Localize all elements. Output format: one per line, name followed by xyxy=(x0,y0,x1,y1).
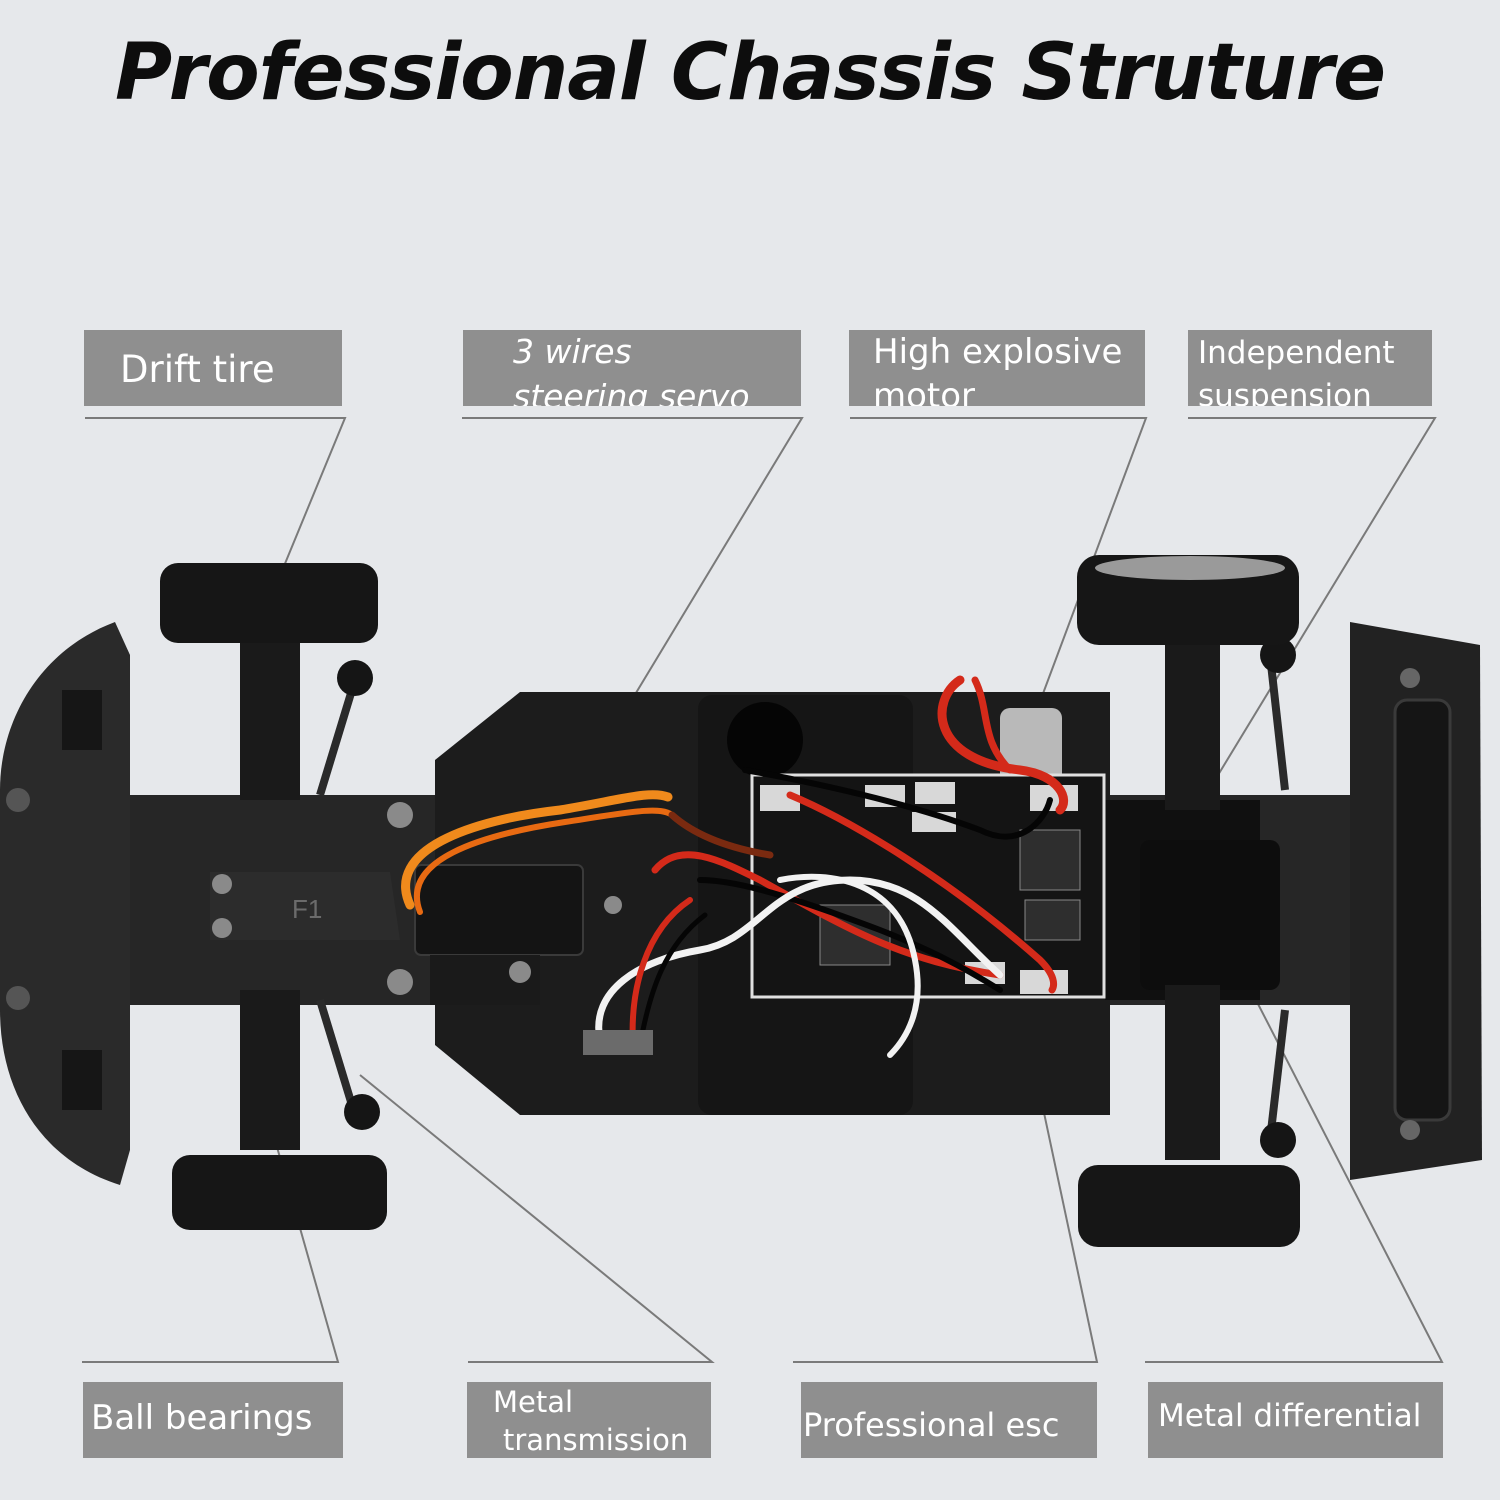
label-differential-text: Metal differential xyxy=(1158,1398,1422,1434)
rear-bumper-screw xyxy=(1400,668,1420,688)
label-suspension: Independent suspension xyxy=(1188,330,1432,406)
servo-wire-orange-2 xyxy=(414,807,675,915)
label-ball-bearings: Ball bearings xyxy=(83,1382,343,1458)
motor-wire-black xyxy=(742,767,1053,840)
switch-connector xyxy=(583,1030,653,1055)
front-left-wheel xyxy=(160,563,378,643)
suspension-arms xyxy=(240,640,1220,1160)
esc-wire-red-2 xyxy=(786,791,1057,994)
label-motor-line1: High explosive xyxy=(873,332,1123,372)
leader-lines xyxy=(82,417,1444,1363)
label-transmission-line1: Metal xyxy=(493,1385,574,1419)
servo-wire-orange xyxy=(401,790,673,910)
differential-housing xyxy=(1140,840,1280,990)
receiver-wire-white xyxy=(595,876,1004,1044)
leader-line-transmission xyxy=(359,1074,715,1363)
leader-line-esc xyxy=(793,999,1099,1363)
rear-bumper-panel xyxy=(1393,698,1452,1122)
label-transmission: Metal transmission xyxy=(467,1382,711,1458)
front-bumper-slot-top xyxy=(62,690,102,750)
label-motor: High explosive motor xyxy=(849,330,1145,406)
shock-links xyxy=(316,654,1289,1141)
antenna-wire-white xyxy=(777,873,921,1058)
steering-servo xyxy=(414,864,584,956)
front-plate xyxy=(210,872,400,940)
esc-wire-red xyxy=(651,851,1004,979)
front-bumper xyxy=(0,622,130,1185)
label-differential: Metal differential xyxy=(1148,1382,1443,1458)
leader-line-drift-tire xyxy=(85,417,347,601)
wire-hole xyxy=(727,702,803,778)
esc-wire-black xyxy=(697,877,1003,993)
label-suspension-line1: Independent xyxy=(1198,335,1395,371)
label-steering-servo-line2: steering servo xyxy=(513,376,750,406)
wires xyxy=(401,675,1069,1058)
page-title: Professional Chassis Struture xyxy=(114,28,1386,118)
front-bumper-screw xyxy=(6,788,30,812)
rear-bumper-screw xyxy=(1400,1120,1420,1140)
shock-end xyxy=(1260,637,1296,673)
label-drift-tire: Drift tire xyxy=(84,330,342,406)
label-transmission-line2: transmission xyxy=(503,1422,689,1457)
front-bumper-screw xyxy=(6,986,30,1010)
label-ball-bearings-text: Ball bearings xyxy=(91,1398,313,1438)
label-motor-line2: motor xyxy=(873,376,976,406)
plate-marking: F1 xyxy=(292,894,322,924)
motor-wire-red xyxy=(937,675,1069,815)
lower-wire-red xyxy=(629,897,693,1048)
motor-wire-red-2 xyxy=(971,676,1014,774)
front-right-wheel xyxy=(172,1155,387,1230)
shock-end xyxy=(344,1094,380,1130)
label-suspension-line2: suspension xyxy=(1198,378,1372,406)
rear-left-wheel-rim xyxy=(1095,556,1285,580)
label-esc-text: Professional esc xyxy=(803,1406,1060,1444)
label-steering-servo-line1: 3 wires xyxy=(513,332,632,371)
rear-right-wheel xyxy=(1078,1165,1300,1247)
label-drift-tire-text: Drift tire xyxy=(120,348,275,391)
leader-line-differential xyxy=(1145,929,1444,1363)
lower-wire-black xyxy=(637,912,708,1048)
front-bumper-slot-bottom xyxy=(62,1050,102,1110)
label-esc: Professional esc xyxy=(801,1382,1097,1458)
label-steering-servo: 3 wires steering servo xyxy=(463,330,801,406)
chassis-screws xyxy=(212,802,622,995)
servo-wire-brown xyxy=(668,811,774,859)
leader-line-motor xyxy=(850,417,1148,716)
shock-end xyxy=(337,660,373,696)
shock-end xyxy=(1260,1122,1296,1158)
